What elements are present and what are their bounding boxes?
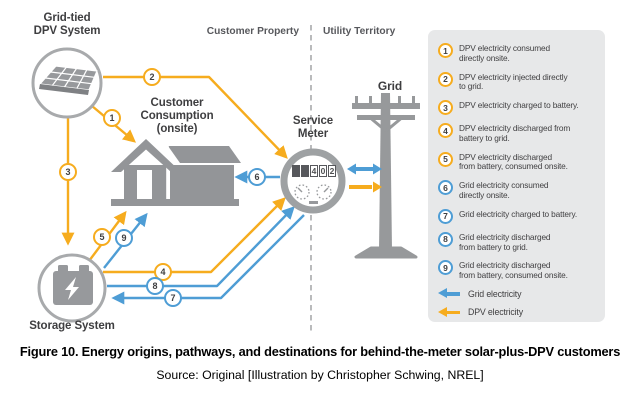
legend-text-7: Grid electricity charged to battery. (459, 208, 578, 219)
legend-item-3: 3 DPV electricity charged to battery. (438, 100, 601, 116)
pathway-line-8 (107, 206, 295, 288)
pathway-line-4 (103, 197, 286, 274)
legend-badge-6: 6 (438, 180, 453, 196)
customer-consumption-label: Customer Consumption (onsite) (140, 97, 214, 136)
legend-badge-8: 8 (438, 231, 453, 247)
pathway-badge-1: 1 (103, 109, 121, 127)
pathway-badge-4: 4 (154, 263, 172, 281)
legend-text-1: DPV electricity consumed directly onsite… (459, 43, 550, 63)
pathway-badge-8: 8 (146, 277, 164, 295)
grid-label: Grid (377, 79, 403, 93)
legend-badge-3: 3 (438, 100, 453, 116)
grid-electricity-label: Grid electricity (468, 288, 522, 299)
pathway-lines (61, 75, 305, 305)
legend-text-2: DPV electricity injected directly to gri… (459, 71, 568, 92)
legend-item-1: 1 DPV electricity consumed directly onsi… (438, 43, 601, 64)
legend-badge-4: 4 (438, 123, 453, 139)
legend-dpv-arrow-row: DPV electricity (438, 307, 601, 318)
dpv-electricity-arrow-icon (438, 307, 460, 316)
pathway-badge-9: 9 (115, 229, 133, 247)
figure-caption: Figure 10. Energy origins, pathways, and… (19, 344, 621, 359)
legend-text-3: DPV electricity charged to battery. (459, 100, 579, 111)
legend-item-7: 7 Grid electricity charged to battery. (438, 208, 601, 224)
legend-item-2: 2 DPV electricity injected directly to g… (438, 71, 601, 93)
legend-grid-arrow-row: Grid electricity (438, 288, 601, 299)
meter-display: 4 0 2 (292, 165, 336, 177)
dpv-system-icon (31, 47, 103, 119)
legend-text-9: Grid electricity discharged from battery… (459, 260, 568, 281)
legend-item-9: 9 Grid electricity discharged from batte… (438, 260, 601, 281)
service-meter-label: Service Meter (292, 115, 334, 141)
legend-text-8: Grid electricity discharged from battery… (459, 231, 551, 252)
legend-item-8: 8 Grid electricity discharged from batte… (438, 231, 601, 253)
legend-badge-1: 1 (438, 43, 453, 58)
dpv-system-label: Grid-tied DPV System (33, 12, 101, 38)
legend-item-5: 5 DPV electricity discharged from batter… (438, 151, 601, 173)
pathway-badge-5: 5 (93, 228, 111, 246)
legend-text-5: DPV electricity discharged from battery,… (459, 151, 568, 172)
legend-badge-7: 7 (438, 208, 453, 224)
utility-pole-icon (352, 93, 420, 259)
pathway-line-7 (111, 214, 305, 305)
meter-digit: 2 (328, 165, 336, 177)
customer-property-label: Customer Property (206, 26, 299, 37)
meter-digit: 4 (310, 165, 318, 177)
legend-panel: 1 DPV electricity consumed directly onsi… (428, 30, 605, 322)
meter-digit: 0 (319, 165, 327, 177)
dpv-electricity-label: DPV electricity (468, 307, 523, 318)
legend-item-4: 4 DPV electricity discharged from batter… (438, 123, 601, 144)
legend-badge-9: 9 (438, 260, 453, 276)
legend-text-6: Grid electricity consumed directly onsit… (459, 180, 549, 201)
pathway-badge-7: 7 (164, 289, 182, 307)
pathway-badge-6: 6 (248, 168, 266, 186)
grid-electricity-arrow-icon (438, 288, 460, 298)
meter-grid-exchange-arrows (347, 163, 382, 193)
diagram-canvas (31, 25, 420, 331)
figure-source: Source: Original [Illustration by Christ… (156, 368, 484, 382)
pathway-line-2 (103, 75, 288, 159)
legend-text-4: DPV electricity discharged from battery … (459, 123, 571, 143)
legend-badge-2: 2 (438, 71, 453, 87)
meter-cell-blank (292, 165, 300, 177)
utility-territory-label: Utility Territory (323, 26, 396, 37)
legend-item-6: 6 Grid electricity consumed directly ons… (438, 180, 601, 201)
legend-badge-5: 5 (438, 151, 453, 167)
pathway-badge-2: 2 (143, 68, 161, 86)
storage-battery-icon (37, 253, 107, 323)
service-meter-icon (280, 148, 346, 214)
storage-system-label: Storage System (29, 320, 115, 332)
meter-cell-blank (301, 165, 309, 177)
house-icon (111, 139, 241, 206)
pathway-badge-3: 3 (59, 163, 77, 181)
